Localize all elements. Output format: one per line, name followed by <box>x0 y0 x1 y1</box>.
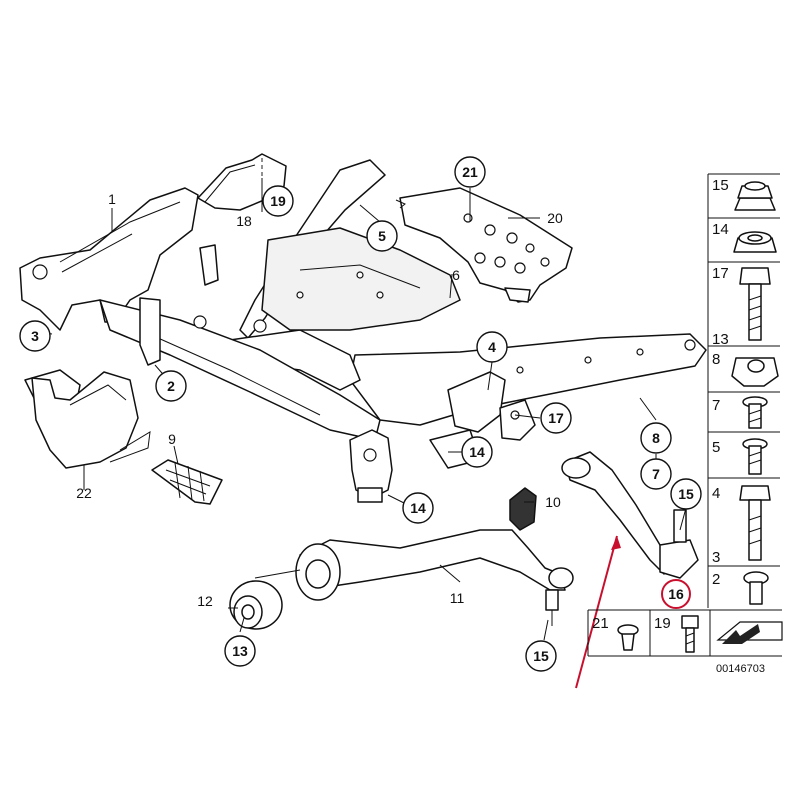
panel-label-8: 8 <box>712 351 720 368</box>
callout-4-label: 4 <box>488 339 496 355</box>
callout-17-label: 17 <box>548 410 564 426</box>
callout-15-label: 15 <box>533 648 549 664</box>
callout-15-arm[interactable]: 15 <box>525 640 557 672</box>
subframe-6 <box>229 159 707 426</box>
label-10: 10 <box>545 494 561 510</box>
label-12: 12 <box>197 593 213 609</box>
callout-19[interactable]: 19 <box>262 185 294 217</box>
panel-label-2: 2 <box>712 571 720 588</box>
panel-label-17: 17 <box>712 265 729 282</box>
reference-code: 00146703 <box>716 663 765 675</box>
panel-label-15: 15 <box>712 177 729 194</box>
bottom-fastener-panel: 21 19 <box>587 609 783 657</box>
label-22: 22 <box>76 485 92 501</box>
label-6: 6 <box>452 267 460 283</box>
flange-nut-icon <box>734 181 776 211</box>
callout-16-label: 16 <box>668 586 684 602</box>
panel-label-7: 7 <box>712 397 720 414</box>
callout-4[interactable]: 4 <box>476 331 508 363</box>
label-20: 20 <box>547 210 563 226</box>
callout-2-label: 2 <box>167 378 175 394</box>
long-bolt-icon <box>739 267 771 341</box>
cover-22 <box>31 371 151 469</box>
cage-nut-icon <box>731 357 779 387</box>
callout-7[interactable]: 7 <box>640 458 672 490</box>
callout-14-lower[interactable]: 14 <box>402 492 434 524</box>
callout-8-label: 8 <box>652 430 660 446</box>
callout-21[interactable]: 21 <box>454 156 486 188</box>
callout-17[interactable]: 17 <box>540 402 572 434</box>
callout-14-label: 14 <box>410 500 426 516</box>
callout-3-label: 3 <box>31 328 39 344</box>
label-18: 18 <box>236 213 252 229</box>
callout-16[interactable]: 16 <box>661 579 691 609</box>
panel-label-14: 14 <box>712 221 729 238</box>
grille-pad-9 <box>151 459 223 505</box>
callout-2[interactable]: 2 <box>155 370 187 402</box>
panel-label-19: 19 <box>654 615 671 632</box>
direction-arrow-icon <box>716 621 783 644</box>
callout-5[interactable]: 5 <box>366 220 398 252</box>
stud-bolt-icon <box>743 571 769 605</box>
screw-icon <box>681 615 699 653</box>
panel-label-3: 3 <box>712 549 720 566</box>
panel-label-5: 5 <box>712 439 720 456</box>
callout-15-strut[interactable]: 15 <box>670 478 702 510</box>
callout-5-label: 5 <box>378 228 386 244</box>
panel-label-13: 13 <box>712 331 729 348</box>
fastener-panel: 15 14 17 13 8 7 5 4 3 2 <box>707 173 780 608</box>
callout-19-label: 19 <box>270 193 286 209</box>
front-mount-bracket <box>349 429 393 503</box>
callout-3[interactable]: 3 <box>19 320 51 352</box>
collar-nut-icon <box>733 231 777 253</box>
callout-7-label: 7 <box>652 466 660 482</box>
callout-14-label: 14 <box>469 444 485 460</box>
callout-13[interactable]: 13 <box>224 635 256 667</box>
callout-14-upper[interactable]: 14 <box>461 436 493 468</box>
callout-15-label: 15 <box>678 486 694 502</box>
label-9: 9 <box>168 431 176 447</box>
short-bolt-icon <box>742 438 768 475</box>
callout-13-label: 13 <box>232 643 248 659</box>
panel-label-4: 4 <box>712 485 720 502</box>
callout-21-label: 21 <box>462 164 478 180</box>
expansion-rivet-icon <box>617 624 639 651</box>
label-11: 11 <box>450 590 465 606</box>
panel-label-21: 21 <box>592 615 609 632</box>
control-arm-11 <box>295 529 574 626</box>
long-bolt-icon <box>739 485 771 561</box>
side-member-1 <box>19 187 381 441</box>
label-1: 1 <box>108 191 116 207</box>
callout-8[interactable]: 8 <box>640 422 672 454</box>
highlight-arrow <box>575 535 621 689</box>
stop-10 <box>509 487 537 531</box>
bushing-12 <box>229 580 283 630</box>
short-bolt-icon <box>742 396 768 429</box>
guard-plate-20 <box>395 187 573 303</box>
tension-strut-16 <box>561 451 699 579</box>
